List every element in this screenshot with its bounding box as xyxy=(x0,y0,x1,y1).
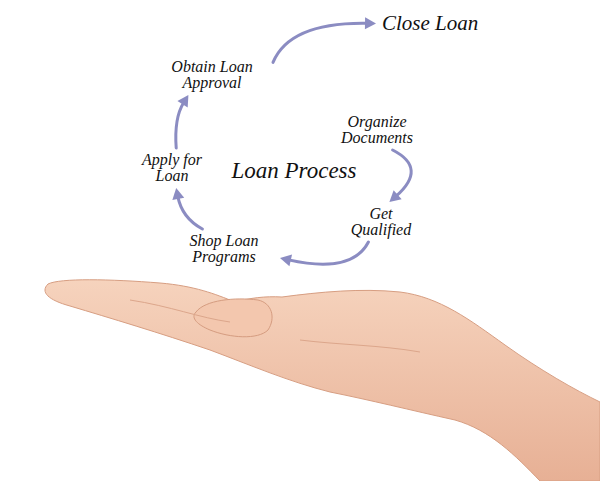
arrow-head xyxy=(177,95,188,108)
flow-arrow xyxy=(280,242,368,266)
flow-arrow xyxy=(389,150,411,202)
arrow-head xyxy=(365,17,376,29)
step-text: Organize Documents xyxy=(329,114,425,146)
palm-crease xyxy=(300,340,420,352)
arrow-line xyxy=(178,197,203,229)
arrow-line xyxy=(393,150,412,196)
palm-crease xyxy=(130,300,230,322)
step-text: Get Qualified xyxy=(343,206,419,238)
step-label: Organize Documents xyxy=(325,112,429,148)
arrow-head xyxy=(389,190,401,202)
arrow-head xyxy=(280,254,292,266)
thumb-shape xyxy=(194,299,272,337)
arrow-line xyxy=(273,23,367,62)
arrow-head xyxy=(172,188,184,200)
step-text: Shop Loan Programs xyxy=(174,233,274,265)
step-label: Get Qualified xyxy=(339,204,423,240)
flow-arrow xyxy=(176,95,189,148)
step-text: Close Loan xyxy=(382,13,478,34)
step-text: Obtain Loan Approval xyxy=(157,59,267,91)
step-label: Shop Loan Programs xyxy=(170,231,278,267)
center-title: Loan Process xyxy=(229,159,359,183)
hand-shape xyxy=(45,280,600,481)
step-label: Close Loan xyxy=(378,11,482,36)
step-text: Apply for Loan xyxy=(134,152,210,184)
arrow-line xyxy=(176,102,184,148)
arrow-line xyxy=(289,242,369,264)
step-label: Obtain Loan Approval xyxy=(153,57,271,93)
flow-arrow xyxy=(273,17,376,62)
flow-arrow xyxy=(172,188,202,229)
step-label: Apply for Loan xyxy=(130,150,214,186)
